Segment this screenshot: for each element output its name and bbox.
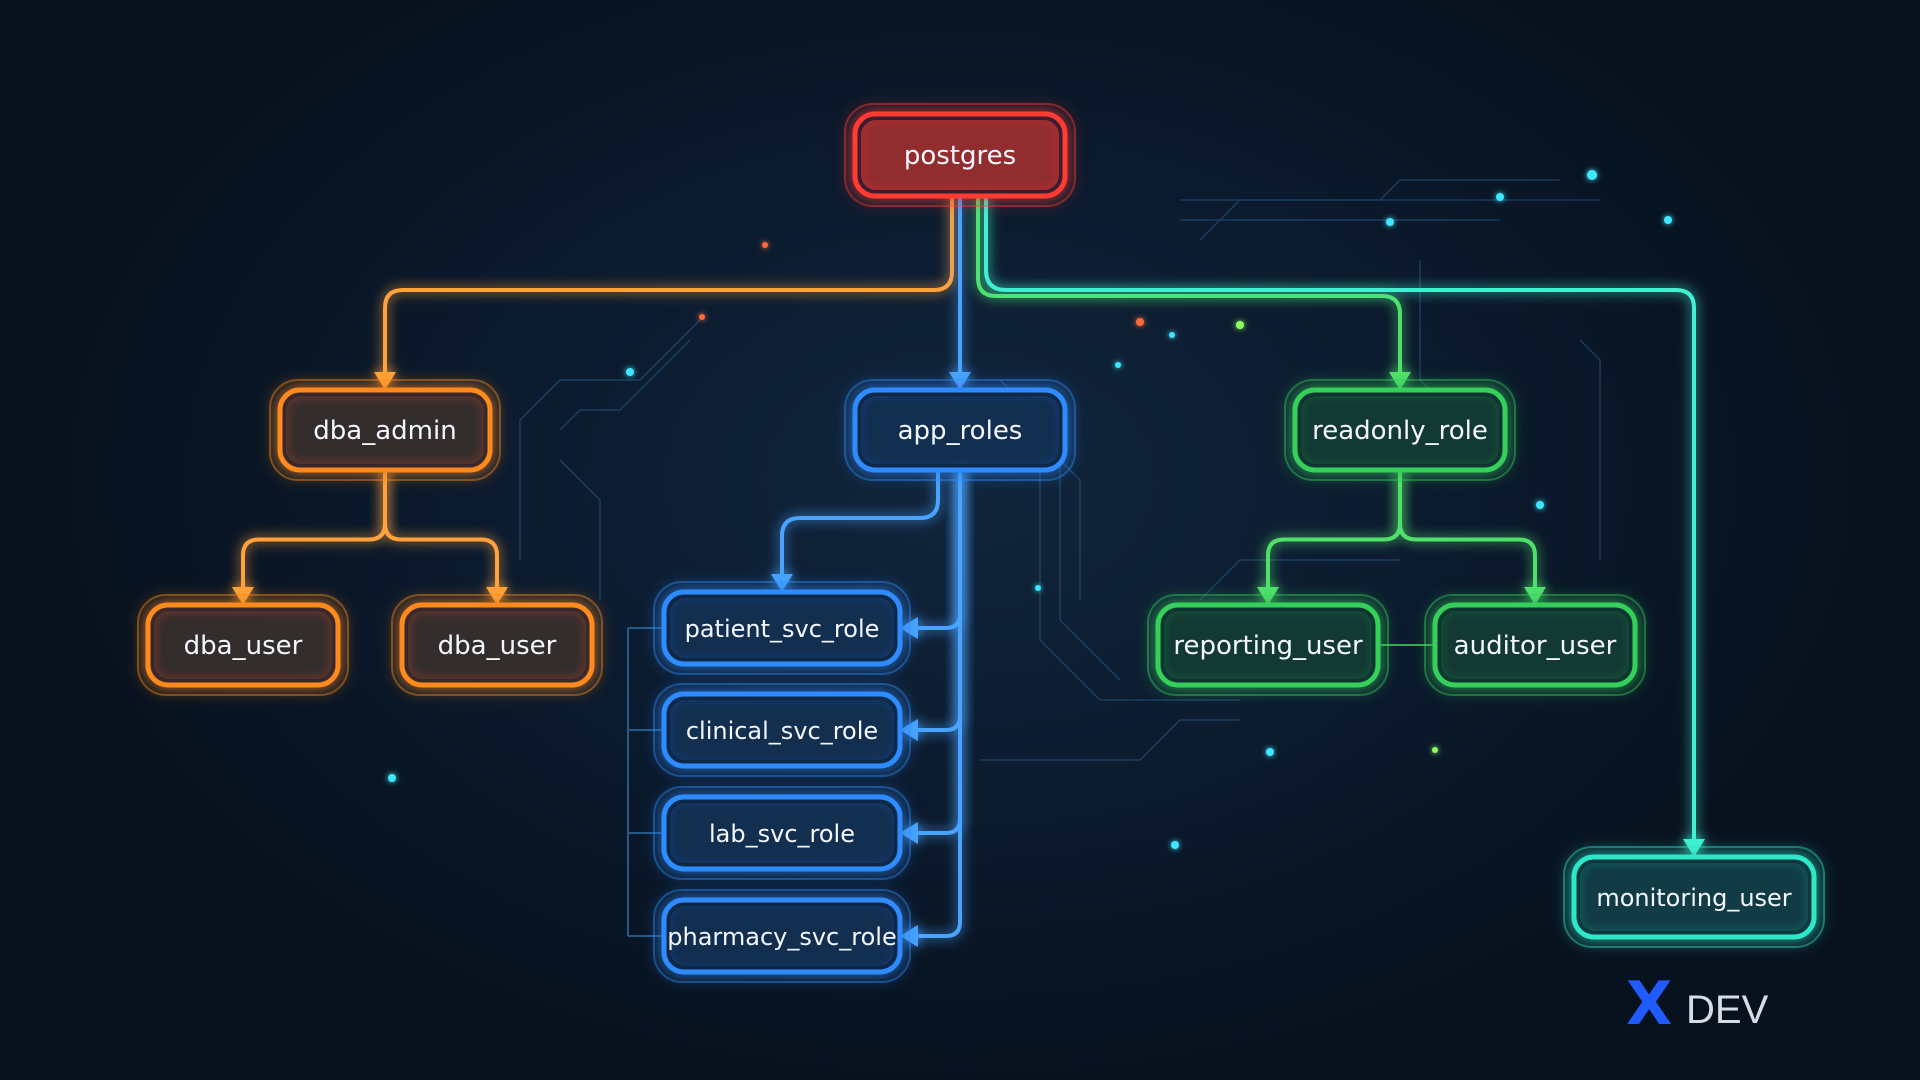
node-fill <box>861 396 1059 464</box>
node-label: readonly_role <box>1312 416 1488 446</box>
node-label: clinical_svc_role <box>686 717 878 745</box>
service-role-left-bus <box>627 627 662 937</box>
node-clinical-svc-role[interactable]: clinical_svc_role <box>653 683 911 777</box>
node-halo <box>1563 846 1825 948</box>
edge-readonly_role-to-reporting_user <box>1257 468 1402 607</box>
node-fill <box>1441 611 1629 679</box>
watermark-dev-text: DEV <box>1686 988 1769 1032</box>
node-halo <box>391 594 603 696</box>
node-label: dba_admin <box>313 416 456 446</box>
node-halo <box>653 889 911 983</box>
nodes-layer: postgres dba_admin app_roles readonly_roled… <box>137 103 1825 983</box>
node-label: dba_user <box>184 631 303 661</box>
node-patient-svc-role[interactable]: patient_svc_role <box>653 581 911 675</box>
xdev-watermark: X DEV <box>1626 972 1769 1032</box>
node-box <box>1571 854 1817 940</box>
node-fill <box>408 611 586 679</box>
node-dba-admin[interactable]: dba_admin <box>269 379 501 481</box>
node-readonly-role[interactable]: readonly_role <box>1284 379 1516 481</box>
node-pharmacy-svc-role[interactable]: pharmacy_svc_role <box>653 889 911 983</box>
edge-dba_admin-to-dba_user_1 <box>232 468 387 607</box>
node-dba-user-1[interactable]: dba_user <box>137 594 349 696</box>
node-fill <box>670 700 894 760</box>
edge-app_roles-to-lab_svc_role <box>900 468 962 844</box>
edges-layer <box>232 194 1705 947</box>
node-box <box>1155 602 1381 688</box>
node-box <box>277 387 493 473</box>
node-label: reporting_user <box>1173 631 1363 661</box>
node-box <box>661 794 903 872</box>
node-fill <box>670 598 894 658</box>
edge-postgres-to-readonly_role <box>976 194 1411 392</box>
node-label: patient_svc_role <box>685 615 880 643</box>
node-halo <box>1424 594 1646 696</box>
node-fill <box>1580 863 1808 931</box>
node-halo <box>844 379 1076 481</box>
node-halo <box>1147 594 1389 696</box>
node-fill <box>861 120 1059 190</box>
node-auditor-user[interactable]: auditor_user <box>1424 594 1646 696</box>
node-label: auditor_user <box>1454 631 1617 661</box>
edge-dba_admin-to-dba_user_2 <box>383 468 508 607</box>
watermark-x-mark: X <box>1626 972 1672 1032</box>
node-halo <box>1284 379 1516 481</box>
node-label: pharmacy_svc_role <box>667 923 896 951</box>
edge-postgres-to-dba_admin <box>374 194 954 392</box>
node-fill <box>670 906 894 966</box>
node-label: monitoring_user <box>1596 884 1791 912</box>
node-label: dba_user <box>438 631 557 661</box>
node-label: postgres <box>904 141 1016 171</box>
node-postgres[interactable]: postgres <box>844 103 1076 207</box>
edge-readonly_role-to-auditor_user <box>1398 468 1546 607</box>
node-halo <box>844 103 1076 207</box>
node-box <box>1432 602 1638 688</box>
node-fill <box>154 611 332 679</box>
node-app-roles[interactable]: app_roles <box>844 379 1076 481</box>
node-box <box>661 897 903 975</box>
node-dba-user-2[interactable]: dba_user <box>391 594 603 696</box>
node-halo <box>653 683 911 777</box>
node-box <box>852 387 1068 473</box>
node-label: app_roles <box>898 416 1023 446</box>
node-monitoring-user[interactable]: monitoring_user <box>1563 846 1825 948</box>
node-fill <box>670 803 894 863</box>
node-halo <box>653 786 911 880</box>
node-box <box>145 602 341 688</box>
node-label: lab_svc_role <box>709 820 855 848</box>
node-fill <box>1164 611 1372 679</box>
particle-decoration <box>388 170 1672 849</box>
node-box <box>1292 387 1508 473</box>
node-halo <box>137 594 349 696</box>
node-fill <box>1301 396 1499 464</box>
node-box <box>399 602 595 688</box>
node-reporting-user[interactable]: reporting_user <box>1147 594 1389 696</box>
node-fill <box>286 396 484 464</box>
node-box <box>661 589 903 667</box>
node-halo <box>653 581 911 675</box>
node-halo <box>269 379 501 481</box>
node-lab-svc-role[interactable]: lab_svc_role <box>653 786 911 880</box>
node-box <box>661 691 903 769</box>
